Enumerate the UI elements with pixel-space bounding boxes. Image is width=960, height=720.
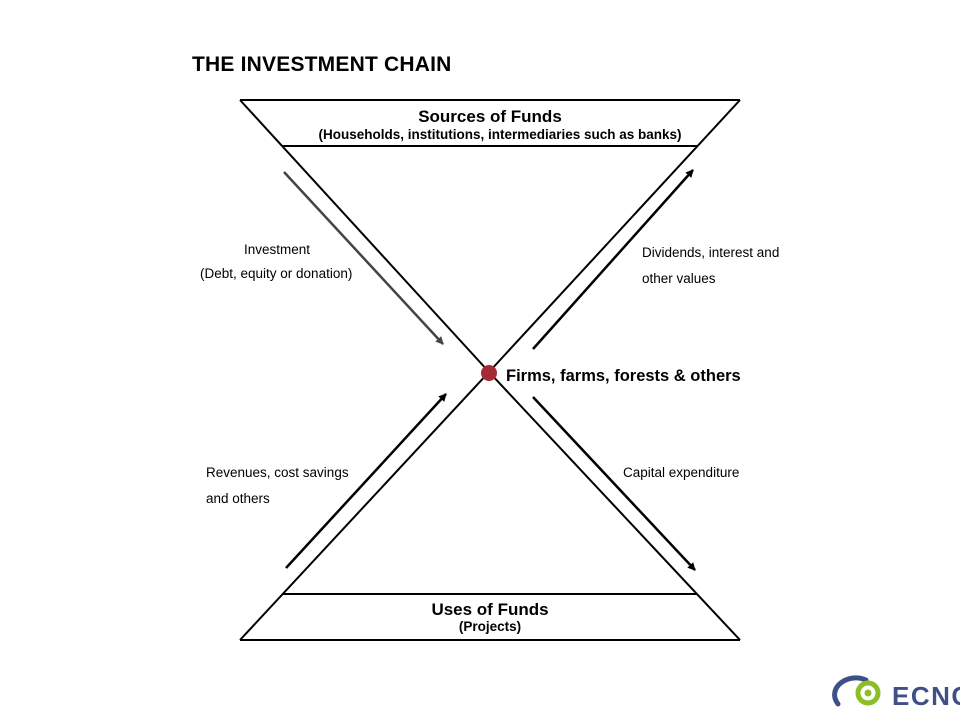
investment-label-line1: Investment [244,242,311,257]
dividends-label-line2: other values [642,271,716,286]
uses-subtitle: (Projects) [458,619,522,634]
investment-arrow [283,171,444,345]
revenues-label-line2: and others [206,491,270,506]
sources-title: Sources of Funds [418,107,562,126]
sources-funnel [239,99,741,373]
page-title: THE INVESTMENT CHAIN [192,53,452,76]
uses-left-edge [239,371,490,641]
uses-funnel [239,371,741,641]
capex-arrow [532,396,696,571]
sources-subtitle: (Households, institutions, intermediarie… [318,127,682,142]
investment-label-line2: (Debt, equity or donation) [200,266,353,281]
sources-right-edge [488,99,741,373]
revenues-label-line1: Revenues, cost savings [206,465,349,480]
dividends-label-line1: Dividends, interest and [642,245,780,260]
center-node-dot [481,365,497,381]
ecnc-logo-mark [832,675,881,707]
center-node-label: Firms, farms, forests & others [506,367,741,385]
uses-title: Uses of Funds [431,600,549,619]
capex-label: Capital expenditure [623,465,740,480]
revenues-arrow [285,393,447,569]
sources-left-edge [239,99,490,373]
uses-right-edge [488,371,741,641]
dividends-arrow [532,169,694,350]
ecnc-logo-text: ECNC [892,681,960,711]
